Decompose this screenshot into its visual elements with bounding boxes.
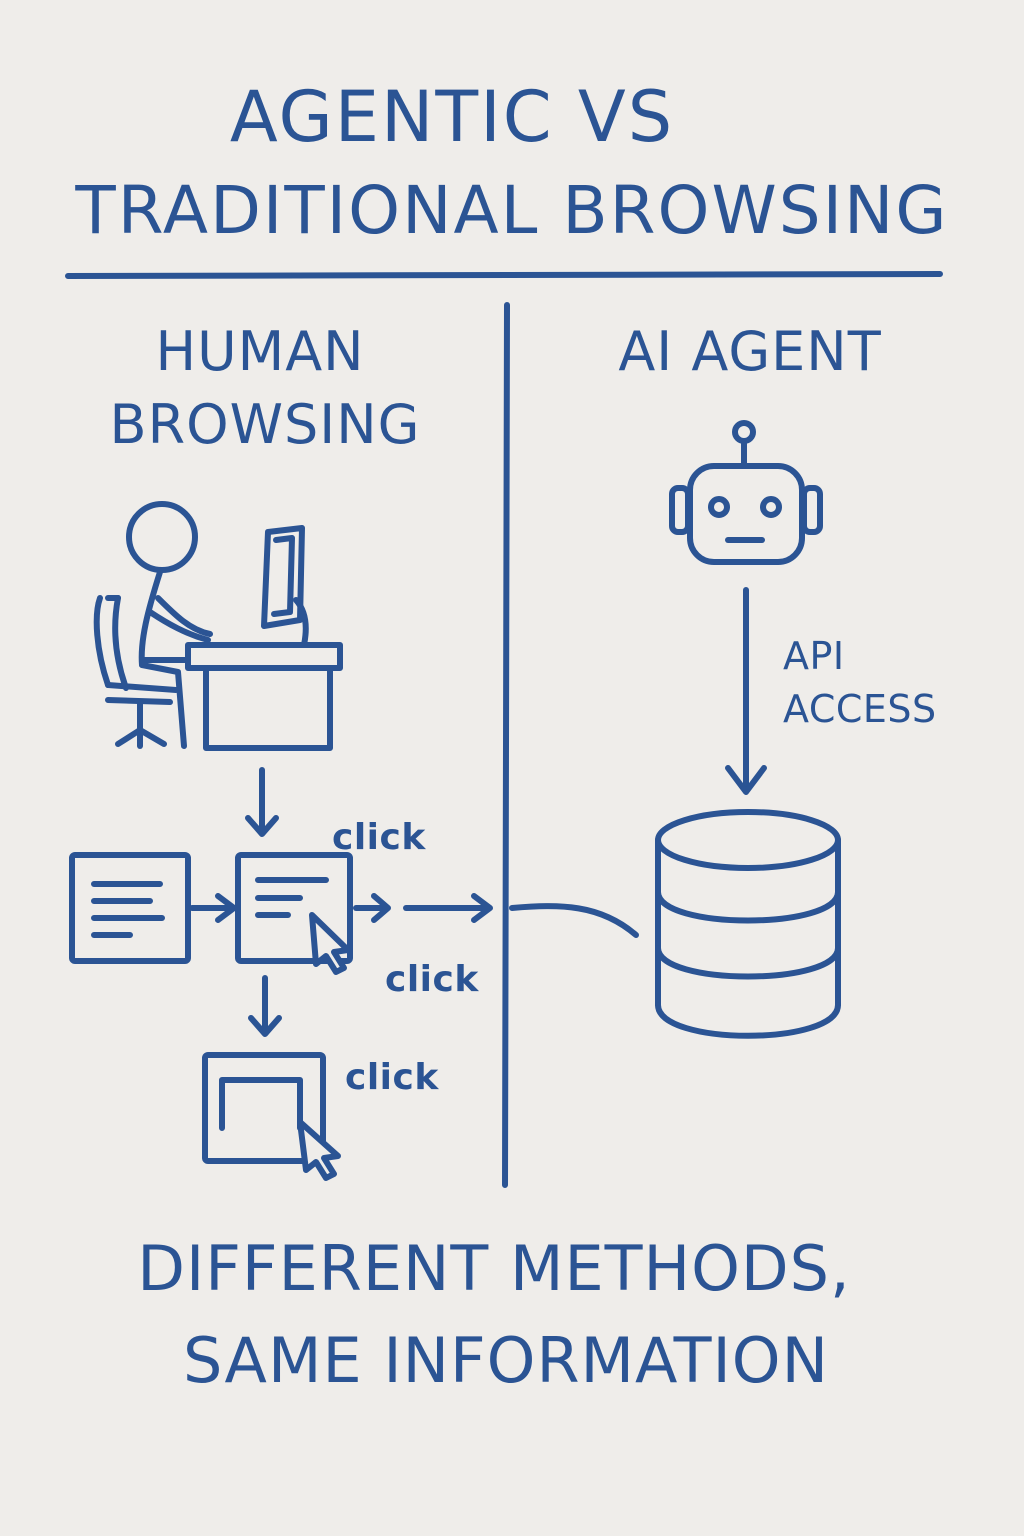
connector-line xyxy=(509,903,639,938)
database-icon xyxy=(655,809,841,1039)
person-at-desk-icon xyxy=(93,501,343,751)
robot-icon xyxy=(669,420,823,565)
footer-line-2: SAME INFORMATION xyxy=(183,1324,829,1397)
footer-line-1: DIFFERENT METHODS, xyxy=(137,1232,851,1305)
title-line-1: AGENTIC VS xyxy=(229,76,675,158)
center-divider xyxy=(502,302,510,1188)
api-access-label-line-2: ACCESS xyxy=(783,687,937,731)
web-page-icon xyxy=(202,1052,326,1164)
human-browsing-heading-line-2: BROWSING xyxy=(109,393,421,456)
title-line-2: TRADITIONAL BROWSING xyxy=(75,172,949,249)
click-label-2: click xyxy=(385,959,479,1000)
cursor-icon xyxy=(309,912,351,975)
api-access-arrow xyxy=(725,587,767,795)
title-underline xyxy=(65,271,943,279)
web-page-icon xyxy=(69,852,191,964)
cursor-icon xyxy=(297,1119,341,1181)
api-access-label-line-1: API xyxy=(783,634,845,678)
click-label-1: click xyxy=(332,817,426,858)
human-browsing-heading-line-1: HUMAN xyxy=(155,320,365,383)
ai-agent-heading: AI AGENT xyxy=(618,320,882,383)
web-page-icon xyxy=(235,852,353,964)
human-flow xyxy=(69,767,493,1181)
click-label-3: click xyxy=(345,1057,439,1098)
